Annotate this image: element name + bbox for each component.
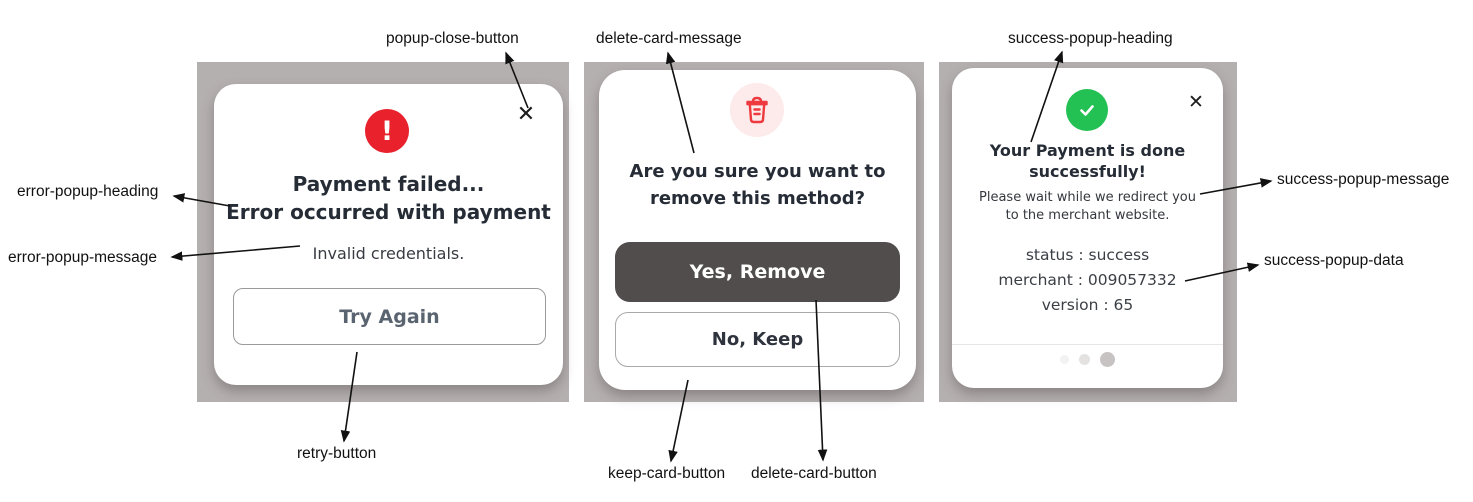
status-line: status : success [1025,246,1150,264]
check-icon [1066,89,1108,131]
delete-message-line2: remove this method? [649,188,866,209]
check-icon-glyph [1080,105,1094,116]
retry-button[interactable]: Try Again [233,288,546,345]
error-popup-message: Invalid credentials. [312,244,465,263]
exclamation-glyph: ! [380,115,394,147]
success-heading-line2: successfully! [1029,162,1146,181]
annotation-label-popup-close-button: popup-close-button [386,30,519,47]
annotation-label-delete-card-button: delete-card-button [751,465,877,482]
delete-message-line1: Are you sure you want to [629,161,886,182]
annotation-label-keep-card-button: keep-card-button [608,465,726,482]
trash-icon-glyph [746,96,768,124]
success-popup-close-button[interactable]: ✕ [1182,88,1210,116]
keep-card-button[interactable]: No, Keep [615,312,900,367]
delete-card-popup: Are you sure you want to remove this met… [599,70,916,390]
version-line: version : 65 [1041,296,1134,314]
error-heading-line2: Error occurred with payment [226,200,551,224]
success-popup-message: Please wait while we redirect you to the… [952,189,1223,225]
exclamation-icon: ! [365,109,409,153]
annotation-label-success-popup-data: success-popup-data [1264,252,1404,269]
delete-card-button[interactable]: Yes, Remove [615,242,900,302]
success-popup-data: status : success merchant : 009057332 ve… [952,243,1223,318]
pagination-dot-2 [1079,354,1090,365]
popup-close-button[interactable]: ✕ [511,100,541,130]
pagination-dots [952,352,1223,367]
delete-popup-backdrop: Are you sure you want to remove this met… [584,62,924,402]
pagination-dot-3 [1100,352,1115,367]
annotation-label-error-popup-heading: error-popup-heading [17,183,159,200]
footer-divider [952,344,1223,345]
error-popup-backdrop: ! ✕ Payment failed... Error occurred wit… [197,62,569,402]
success-message-line1: Please wait while we redirect you [979,190,1196,205]
annotation-label-success-popup-message: success-popup-message [1277,171,1450,188]
annotation-label-success-popup-heading: success-popup-heading [1008,30,1173,47]
success-heading-line1: Your Payment is done [989,141,1186,160]
annotation-label-retry-button: retry-button [297,445,377,462]
error-popup-heading: Payment failed... Error occurred with pa… [214,170,563,226]
pagination-dot-1 [1060,355,1069,364]
success-popup-heading: Your Payment is done successfully! [952,140,1223,182]
error-popup: ! ✕ Payment failed... Error occurred wit… [214,84,563,385]
delete-card-message: Are you sure you want to remove this met… [599,158,916,212]
trash-icon [730,83,784,137]
success-popup-backdrop: ✕ Your Payment is done successfully! Ple… [939,62,1237,402]
annotation-label-delete-card-message: delete-card-message [596,30,742,47]
error-heading-line1: Payment failed... [292,172,485,196]
success-message-line2: to the merchant website. [1005,208,1170,223]
success-popup: ✕ Your Payment is done successfully! Ple… [952,68,1223,388]
annotation-label-error-popup-message: error-popup-message [8,249,158,266]
merchant-line: merchant : 009057332 [998,271,1177,289]
